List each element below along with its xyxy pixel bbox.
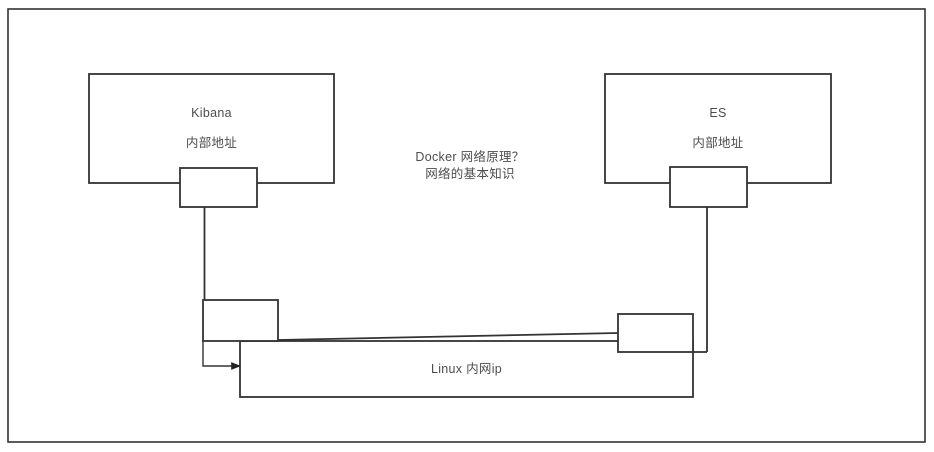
kibana-box [88,73,335,184]
kibana-sublabel: 内部地址 [185,136,238,150]
es-sublabel: 内部地址 [692,136,744,150]
kibana-port-box [179,167,258,208]
es-port-box [669,166,748,208]
host-network-arrow [202,341,241,370]
bridge-trunk-line [277,332,619,341]
host-network-label: Linux 内网ip [430,362,503,376]
kibana-bridge-port-box [202,299,279,342]
center-note-line-1: Docker 网络原理？ [415,150,525,164]
es-label: ES [709,106,727,120]
kibana-label: Kibana [191,106,232,120]
es-bridge-port-box [617,313,694,353]
center-note-line-2: 网络的基本知识 [425,167,515,181]
es-box [604,73,832,184]
